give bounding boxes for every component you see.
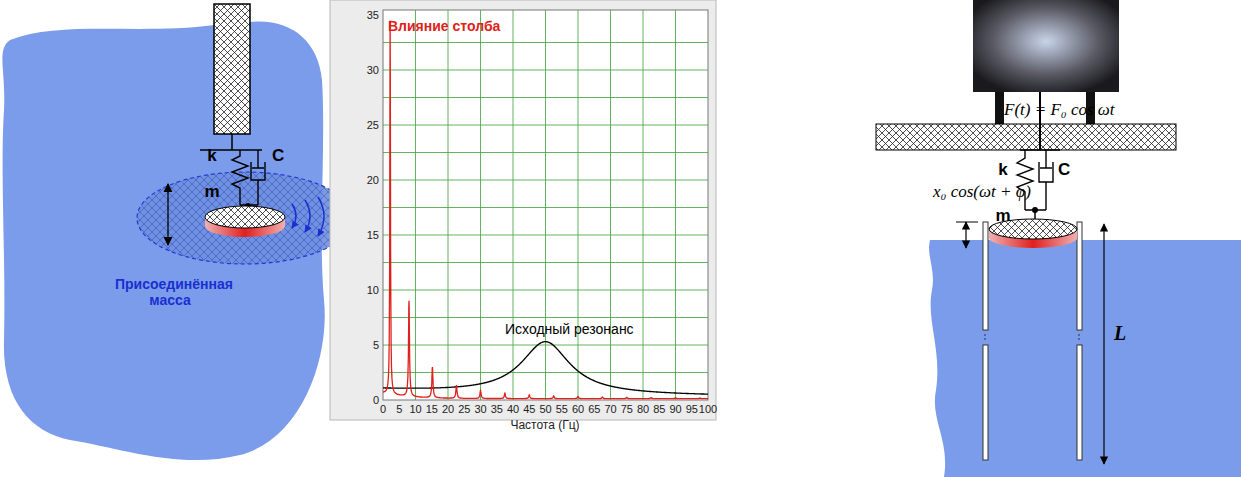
grid-line <box>415 10 416 400</box>
x-tick: 35 <box>491 403 503 415</box>
spring-label: k <box>207 146 216 166</box>
x-tick: 100 <box>699 403 717 415</box>
y-tick: 30 <box>367 64 379 76</box>
x-tick: 25 <box>458 403 470 415</box>
x-tick: 10 <box>409 403 421 415</box>
grid-line <box>383 42 708 43</box>
y-tick: 5 <box>373 339 379 351</box>
annotation: Влияние столба <box>388 18 500 34</box>
x-tick: 30 <box>474 403 486 415</box>
grid-line <box>578 10 579 400</box>
x-tick: 45 <box>523 403 535 415</box>
x-tick: 75 <box>621 403 633 415</box>
y-tick: 10 <box>367 284 379 296</box>
grid-line <box>383 262 708 263</box>
displacement-formula: x₀ cos(ωt + φ) <box>933 182 1031 202</box>
x-tick: 85 <box>653 403 665 415</box>
grid-line <box>513 10 514 400</box>
x-tick: 60 <box>572 403 584 415</box>
grid-line <box>383 70 708 71</box>
grid-line <box>383 317 708 318</box>
x-tick: 0 <box>380 403 386 415</box>
grid-line <box>383 152 708 153</box>
y-tick: 0 <box>373 394 379 406</box>
x-tick: 70 <box>604 403 616 415</box>
x-tick: 80 <box>637 403 649 415</box>
grid-line <box>383 345 708 346</box>
x-tick: 65 <box>588 403 600 415</box>
length-label: L <box>1114 322 1126 345</box>
grid-line <box>383 207 708 208</box>
x-tick: 5 <box>396 403 402 415</box>
grid-line <box>383 180 708 181</box>
y-tick: 25 <box>367 119 379 131</box>
grid-line <box>610 10 611 400</box>
force-formula: F(t) = F₀ cos ωt <box>1004 100 1115 120</box>
grid-line <box>383 125 708 126</box>
spring-label: k <box>998 160 1007 180</box>
x-axis-title: Частота (Гц) <box>510 418 579 432</box>
x-tick: 15 <box>426 403 438 415</box>
annotation: Исходный резонанс <box>505 321 634 337</box>
x-tick: 90 <box>669 403 681 415</box>
added-mass-label: Присоединённая масса <box>115 276 225 308</box>
x-tick: 40 <box>507 403 519 415</box>
x-tick: 20 <box>442 403 454 415</box>
grid-line <box>480 10 481 400</box>
grid-line <box>383 235 708 236</box>
damper-label: C <box>272 146 284 166</box>
mass-label: m <box>204 182 219 202</box>
mass-label: m <box>995 206 1010 226</box>
grid-line <box>383 290 708 291</box>
grid-line <box>643 10 644 400</box>
x-tick: 55 <box>556 403 568 415</box>
x-tick: 95 <box>686 403 698 415</box>
damper-label: C <box>1058 160 1070 180</box>
grid-line <box>448 10 449 400</box>
x-tick: 50 <box>539 403 551 415</box>
y-tick: 15 <box>367 229 379 241</box>
grid-line <box>383 97 708 98</box>
grid-line <box>675 10 676 400</box>
y-tick: 20 <box>367 174 379 186</box>
y-tick: 35 <box>367 9 379 21</box>
